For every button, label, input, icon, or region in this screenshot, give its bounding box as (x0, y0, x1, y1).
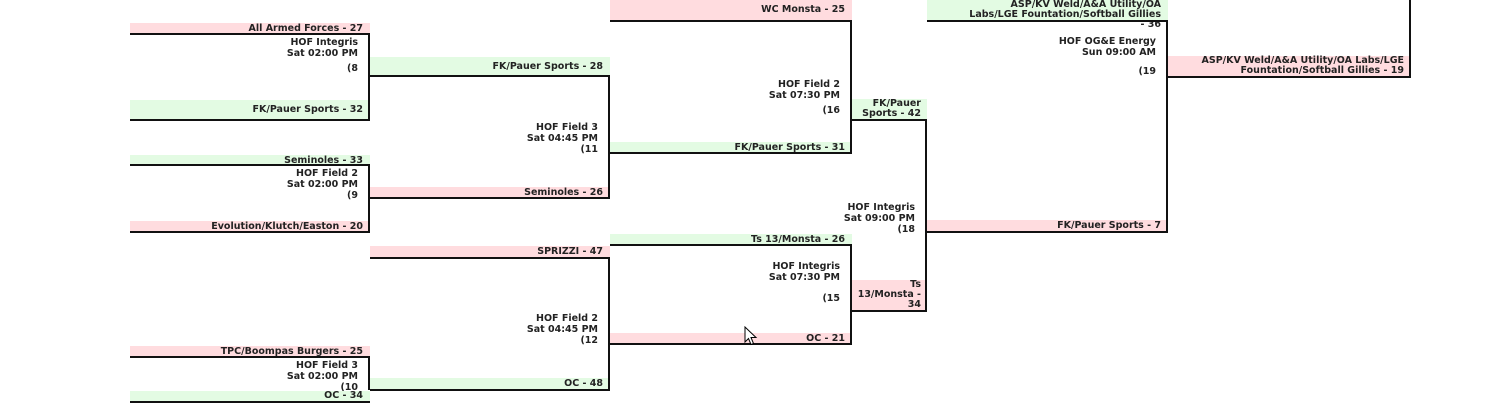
game-info: HOF Integris Sat 02:00 PM (8 (250, 37, 358, 74)
game-number: (8 (347, 63, 358, 74)
game-info: HOF Integris Sat 09:00 PM (18 (820, 202, 915, 235)
bracket-line (610, 343, 852, 345)
bracket-line (368, 33, 370, 121)
game-time: Sat 09:00 PM (843, 213, 915, 224)
bracket-line (370, 257, 610, 259)
bracket-line (927, 20, 1168, 22)
game-number: (9 (347, 190, 358, 201)
game-time: Sat 02:00 PM (286, 48, 358, 59)
game-location: HOF Field 2 (296, 168, 358, 179)
team-slot: OC - 34 (130, 391, 370, 401)
bracket-line (370, 197, 610, 199)
game-location: HOF Field 2 (536, 313, 598, 324)
team-slot: FK/Pauer Sports - 32 (130, 100, 370, 119)
team-slot: OC - 48 (370, 378, 610, 389)
team-label: FK/Pauer Sports - 42 (862, 98, 921, 119)
team-slot: Ts 13/Monsta - 34 (852, 280, 927, 310)
game-time: Sun 09:00 AM (1081, 47, 1156, 58)
game-time: Sat 04:45 PM (526, 133, 598, 144)
game-location: HOF Integris (772, 261, 840, 272)
game-time: Sat 07:30 PM (768, 272, 840, 283)
team-label: Ts 13/Monsta - 34 (857, 279, 921, 310)
game-time: Sat 02:00 PM (286, 179, 358, 190)
bracket-line (925, 119, 927, 312)
bracket-line (130, 33, 370, 35)
bracket-line (1409, 0, 1411, 78)
game-info: HOF Field 2 Sat 07:30 PM (16 (730, 79, 840, 116)
game-info: HOF Integris Sat 07:30 PM (15 (730, 261, 840, 304)
game-location: HOF Integris (847, 202, 915, 213)
game-info: HOF Field 3 Sat 04:45 PM (11 (490, 122, 598, 155)
team-slot: WC Monsta - 25 (610, 0, 852, 20)
game-number: (12 (580, 335, 598, 346)
team-label: ASP/KV Weld/A&A Utility/OA Labs/LGE Foun… (1201, 55, 1405, 76)
bracket-line (608, 75, 610, 199)
bracket-line (130, 356, 370, 358)
bracket-line (1166, 20, 1168, 233)
game-location: HOF Integris (290, 37, 358, 48)
bracket-line (130, 119, 370, 121)
team-slot: FK/Pauer Sports - 42 (852, 99, 927, 119)
team-slot: FK/Pauer Sports - 7 (927, 220, 1168, 231)
bracket-line (368, 356, 370, 390)
game-number: (19 (1138, 66, 1156, 77)
team-slot: SPRIZZI - 47 (370, 246, 610, 257)
team-label: ASP/KV Weld/A&A Utility/OA Labs/LGE Foun… (969, 0, 1161, 30)
bracket-line (610, 20, 852, 22)
mouse-cursor-icon (744, 326, 758, 346)
bracket-line (368, 164, 370, 233)
bracket-line (608, 257, 610, 391)
bracket-line (130, 231, 370, 233)
bracket-line (370, 75, 610, 77)
game-number: (18 (897, 224, 915, 235)
team-slot: ASP/KV Weld/A&A Utility/OA Labs/LGE Foun… (927, 0, 1168, 30)
bracket-line (850, 244, 852, 345)
game-info: HOF Field 2 Sat 04:45 PM (12 (490, 313, 598, 346)
game-time: Sat 07:30 PM (768, 90, 840, 101)
bracket-line (1168, 76, 1411, 78)
bracket-line (130, 164, 370, 166)
team-slot: Seminoles - 33 (130, 155, 370, 166)
bracket-line (610, 152, 852, 154)
team-slot: Evolution/Klutch/Easton - 20 (130, 221, 370, 232)
game-info: HOF Field 2 Sat 02:00 PM (9 (250, 168, 358, 201)
game-number: (10 (340, 382, 358, 393)
bracket-line (130, 401, 370, 403)
team-slot: ASP/KV Weld/A&A Utility/OA Labs/LGE Foun… (1168, 56, 1411, 76)
team-slot: All Armed Forces - 27 (130, 23, 370, 34)
bracket-line (852, 119, 927, 121)
game-time: Sat 02:00 PM (286, 371, 358, 382)
team-slot: FK/Pauer Sports - 31 (610, 142, 852, 153)
game-time: Sat 04:45 PM (526, 324, 598, 335)
game-number: (15 (822, 293, 840, 304)
team-slot: Ts 13/Monsta - 26 (610, 234, 852, 245)
team-slot: TPC/Boompas Burgers - 25 (130, 346, 370, 357)
bracket-line (610, 244, 852, 246)
team-slot: OC - 21 (610, 333, 852, 344)
game-info: HOF OG&E Energy Sun 09:00 AM (19 (1040, 36, 1156, 77)
bracket-line (927, 231, 1168, 233)
game-number: (11 (580, 144, 598, 155)
game-location: HOF Field 3 (296, 360, 358, 371)
game-location: HOF Field 2 (778, 79, 840, 90)
team-slot: FK/Pauer Sports - 28 (370, 57, 610, 76)
bracket-line (370, 389, 610, 391)
game-location: HOF OG&E Energy (1058, 36, 1156, 47)
bracket-line (850, 20, 852, 154)
game-info: HOF Field 3 Sat 02:00 PM (10 (250, 360, 358, 393)
game-number: (16 (822, 105, 840, 116)
bracket-line (852, 310, 927, 312)
game-location: HOF Field 3 (536, 122, 598, 133)
team-slot: Seminoles - 26 (370, 187, 610, 198)
